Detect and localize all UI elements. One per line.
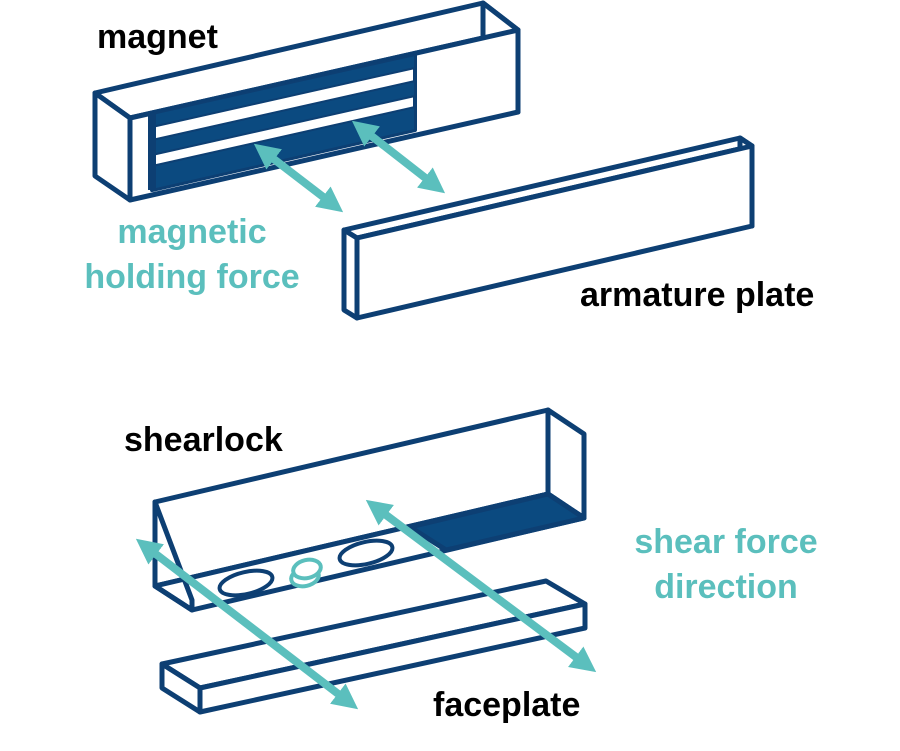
label-shear-force-line2: direction xyxy=(654,568,798,606)
label-magnetic-force-line1: magnetic xyxy=(117,213,266,251)
label-faceplate: faceplate xyxy=(433,686,580,724)
shear-force-arrows xyxy=(135,499,597,710)
label-armature-plate: armature plate xyxy=(580,276,814,314)
armature-plate xyxy=(341,135,755,321)
label-shear-force-line1: shear force xyxy=(634,523,817,561)
shear-force-arrow-left xyxy=(135,538,359,710)
magnetic-force-arrow-right xyxy=(351,120,446,194)
magnetic-force-arrows xyxy=(253,120,446,213)
shear-force-arrow-right xyxy=(365,499,597,673)
label-shearlock: shearlock xyxy=(124,421,283,459)
magnetic-force-arrow-left xyxy=(253,143,344,213)
label-magnet: magnet xyxy=(97,18,218,56)
label-magnetic-force-line2: holding force xyxy=(84,258,299,296)
